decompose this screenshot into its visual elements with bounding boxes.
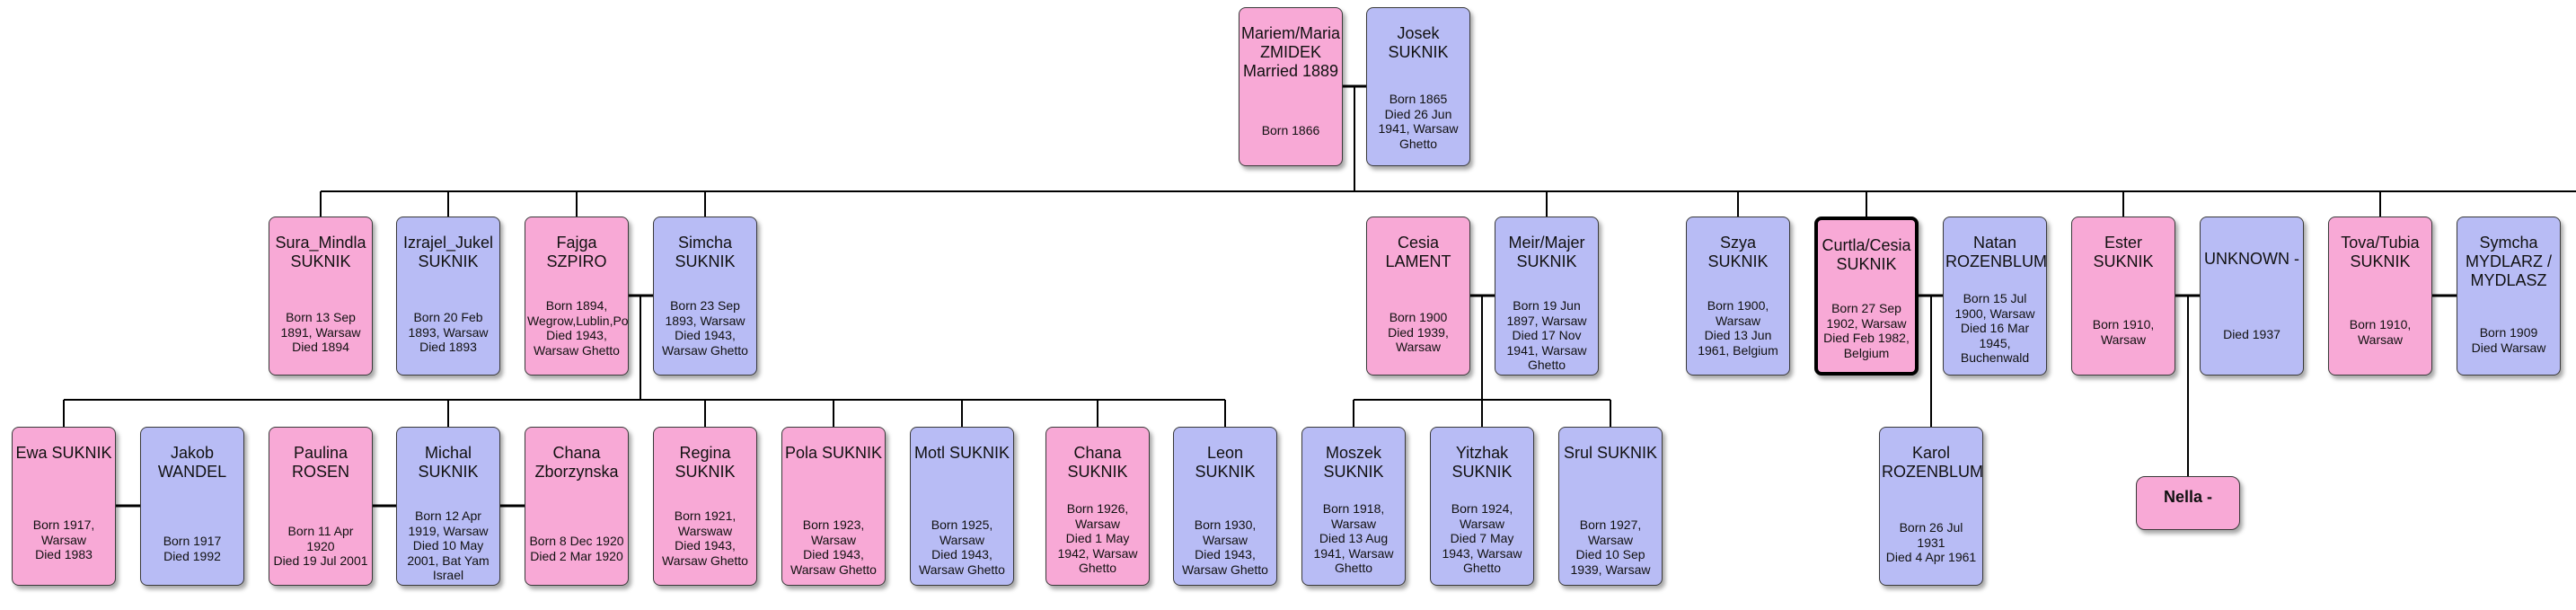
person-name: Nella - [2163, 488, 2213, 506]
person-card-meir[interactable]: Meir/Majer SUKNIK Born 19 Jun 1897, Warsa… [1495, 217, 1599, 376]
person-name: Srul SUKNIK [1563, 444, 1658, 462]
person-name: Yitzhak SUKNIK [1451, 444, 1513, 481]
person-dates: Born 1927, Warsaw Died 10 Sep 1939, Wars… [1570, 517, 1651, 577]
person-card-sura[interactable]: Sura_Mindla SUKNIK Born 13 Sep 1891, Wars… [269, 217, 373, 376]
person-dates: Born 23 Sep 1893, Warsaw Died 1943, Wars… [662, 298, 748, 358]
person-dates: Born 1865 Died 26 Jun 1941, Warsaw Ghett… [1378, 92, 1459, 151]
person-dates: Born 1925, Warsaw Died 1943, Warsaw Ghet… [919, 517, 1005, 577]
person-card-ewa[interactable]: Ewa SUKNIK Born 1917, Warsaw Died 1983 [12, 427, 116, 586]
person-dates: Born 20 Feb 1893, Warsaw Died 1893 [408, 310, 489, 354]
person-dates: Born 15 Jul 1900, Warsaw Died 16 Mar 194… [1954, 291, 2035, 365]
person-dates: Born 1930, Warsaw Died 1943, Warsaw Ghet… [1182, 517, 1268, 577]
person-name: Natan ROZENBLUM [1945, 234, 2047, 270]
person-name: Regina SUKNIK [675, 444, 736, 481]
person-card-karol[interactable]: Karol ROZENBLUM Born 26 Jul 1931 Died 4 A… [1879, 427, 1983, 586]
person-card-michal[interactable]: Michal SUKNIK Born 12 Apr 1919, Warsaw Di… [396, 427, 500, 586]
person-card-paulina[interactable]: Paulina ROSEN Born 11 Apr 1920 Died 19 Ju… [269, 427, 373, 586]
person-name: Leon SUKNIK [1195, 444, 1256, 481]
person-card-simcha[interactable]: Simcha SUKNIK Born 23 Sep 1893, Warsaw Di… [653, 217, 757, 376]
person-dates: Born 1926, Warsaw Died 1 May 1942, Warsa… [1057, 501, 1138, 575]
person-card-izrajel[interactable]: Izrajel_Jukel SUKNIK Born 20 Feb 1893, Wa… [396, 217, 500, 376]
person-card-fajga[interactable]: Fajga SZPIRO Born 1894, Wegrow,Lublin,Po … [525, 217, 629, 376]
person-dates: Born 1900, Warsaw Died 13 Jun 1961, Belg… [1698, 298, 1778, 358]
person-name: Moszek SUKNIK [1323, 444, 1384, 481]
person-card-curtla[interactable]: Curtla/Cesia SUKNIK Born 27 Sep 1902, War… [1814, 217, 1919, 376]
person-name: Szya SUKNIK [1707, 234, 1769, 270]
person-card-josek[interactable]: Josek SUKNIK Born 1865 Died 26 Jun 1941, … [1366, 7, 1470, 166]
person-name: Mariem/Maria ZMIDEK Married 1889 [1241, 24, 1341, 80]
person-card-natan[interactable]: Natan ROZENBLUM Born 15 Jul 1900, Warsaw … [1943, 217, 2047, 376]
person-dates: Born 1923, Warsaw Died 1943, Warsaw Ghet… [790, 517, 877, 577]
person-card-nella[interactable]: Nella - [2136, 476, 2240, 530]
person-name: Izrajel_Jukel SUKNIK [402, 234, 494, 270]
person-card-srul[interactable]: Srul SUKNIK Born 1927, Warsaw Died 10 Sep… [1558, 427, 1663, 586]
person-name: Michal SUKNIK [418, 444, 479, 481]
person-card-motl[interactable]: Motl SUKNIK Born 1925, Warsaw Died 1943, … [910, 427, 1014, 586]
person-dates: Born 26 Jul 1931 Died 4 Apr 1961 [1885, 520, 1977, 564]
person-dates: Died 1937 [2223, 327, 2280, 341]
person-dates: Born 8 Dec 1920 Died 2 Mar 1920 [529, 534, 624, 563]
person-card-leon[interactable]: Leon SUKNIK Born 1930, Warsaw Died 1943, … [1173, 427, 1277, 586]
person-dates: Born 1909 Died Warsaw [2471, 325, 2546, 355]
person-name: Ewa SUKNIK [15, 444, 112, 462]
person-name: Meir/Majer SUKNIK [1508, 234, 1585, 270]
person-name: Fajga SZPIRO [546, 234, 607, 270]
person-dates: Born 19 Jun 1897, Warsaw Died 17 Nov 194… [1506, 298, 1587, 372]
person-card-moszek[interactable]: Moszek SUKNIK Born 1918, Warsaw Died 13 A… [1301, 427, 1406, 586]
person-card-yitzhak[interactable]: Yitzhak SUKNIK Born 1924, Warsaw Died 7 M… [1430, 427, 1534, 586]
person-dates: Born 1921, Warswaw Died 1943, Warsaw Ghe… [662, 508, 748, 568]
person-dates: Born 13 Sep 1891, Warsaw Died 1894 [280, 310, 361, 354]
person-dates: Born 1917 Died 1992 [163, 534, 222, 563]
person-name: Curtla/Cesia SUKNIK [1822, 236, 1911, 273]
person-name: Josek SUKNIK [1388, 24, 1449, 61]
person-name: Simcha SUKNIK [675, 234, 736, 270]
person-card-symcha[interactable]: Symcha MYDLARZ / MYDLASZ Born 1909 Died W… [2457, 217, 2561, 376]
person-name: Tova/Tubia SUKNIK [2341, 234, 2420, 270]
person-dates: Born 1917, Warsaw Died 1983 [32, 517, 95, 561]
person-name: Jakob WANDEL [157, 444, 227, 481]
person-name: Ester SUKNIK [2093, 234, 2154, 270]
person-card-pola[interactable]: Pola SUKNIK Born 1923, Warsaw Died 1943, … [781, 427, 886, 586]
person-card-regina[interactable]: Regina SUKNIK Born 1921, Warswaw Died 194… [653, 427, 757, 586]
person-card-ester[interactable]: Ester SUKNIK Born 1910, Warsaw [2071, 217, 2175, 376]
person-card-szya[interactable]: Szya SUKNIK Born 1900, Warsaw Died 13 Jun… [1686, 217, 1790, 376]
person-dates: Born 11 Apr 1920 Died 19 Jul 2001 [273, 524, 368, 568]
person-card-tova[interactable]: Tova/Tubia SUKNIK Born 1910, Warsaw [2328, 217, 2432, 376]
person-name: Symcha MYDLARZ / MYDLASZ [2465, 234, 2552, 289]
person-name: Chana SUKNIK [1067, 444, 1128, 481]
person-dates: Born 1866 [1261, 123, 1320, 137]
person-dates: Born 1900 Died 1939, Warsaw [1388, 310, 1449, 354]
person-name: Pola SUKNIK [784, 444, 883, 462]
person-name: Karol ROZENBLUM [1882, 444, 1983, 481]
person-name: Sura_Mindla SUKNIK [275, 234, 366, 270]
person-card-cesia[interactable]: Cesia LAMENT Born 1900 Died 1939, Warsaw [1366, 217, 1470, 376]
person-name: UNKNOWN - [2204, 250, 2299, 268]
person-name: Cesia LAMENT [1385, 234, 1451, 270]
person-dates: Born 1910, Warsaw [2092, 317, 2155, 347]
person-name: Motl SUKNIK [913, 444, 1010, 462]
person-dates: Born 1924, Warsaw Died 7 May 1943, Warsa… [1442, 501, 1522, 575]
person-name: Paulina ROSEN [291, 444, 349, 481]
person-name: Chana Zborzynska [534, 444, 619, 481]
person-dates: Born 27 Sep 1902, Warsaw Died Feb 1982, … [1823, 301, 1910, 360]
person-dates: Born 1910, Warsaw [2349, 317, 2412, 347]
person-card-chana-s[interactable]: Chana SUKNIK Born 1926, Warsaw Died 1 May… [1045, 427, 1150, 586]
person-dates: Born 12 Apr 1919, Warsaw Died 10 May 200… [407, 508, 490, 582]
person-card-jakob[interactable]: Jakob WANDEL Born 1917 Died 1992 [140, 427, 244, 586]
person-dates: Born 1918, Warsaw Died 13 Aug 1941, Wars… [1313, 501, 1394, 575]
person-dates: Born 1894, Wegrow,Lublin,Po Died 1943, W… [527, 298, 629, 358]
person-card-unknown[interactable]: UNKNOWN - Died 1937 [2200, 217, 2304, 376]
